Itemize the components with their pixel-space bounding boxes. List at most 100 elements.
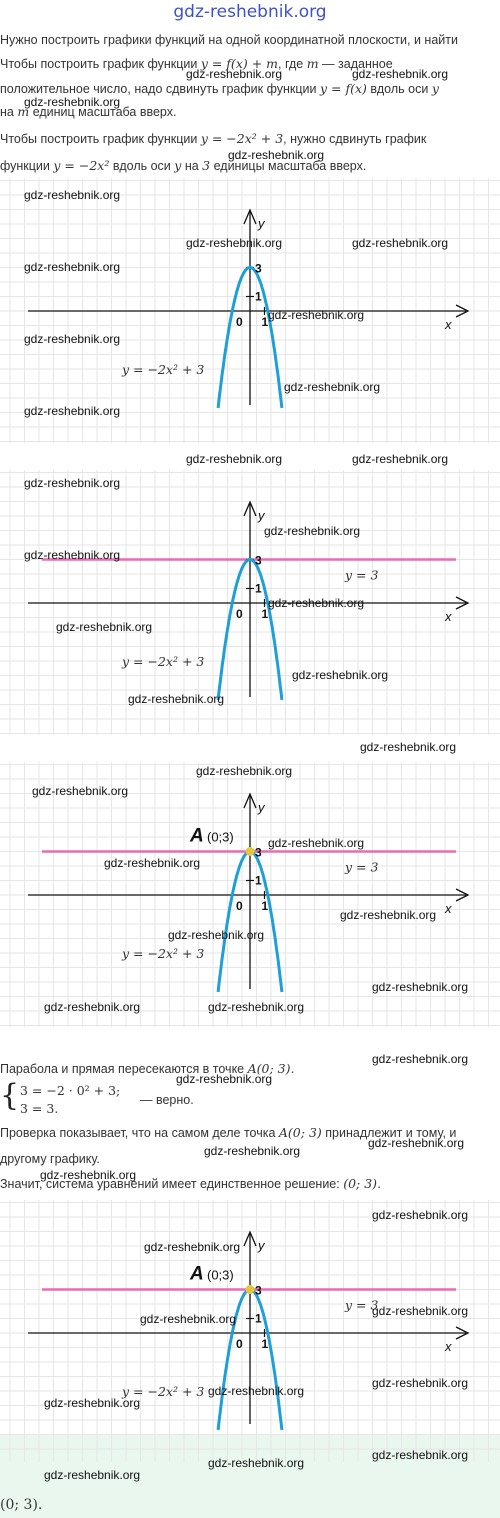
watermark-text: gdz-reshebnik.org [24, 188, 121, 202]
parabola-curve [216, 265, 284, 409]
tick-x-label: 1 [262, 899, 269, 913]
watermark-text: gdz-reshebnik.org [24, 95, 121, 109]
tick-x-label: 1 [262, 1337, 269, 1351]
watermark-text: gdz-reshebnik.org [186, 452, 283, 466]
watermark-text: gdz-reshebnik.org [352, 67, 449, 81]
tick-x-label: 1 [262, 607, 269, 621]
watermark-text: gdz-reshebnik.org [360, 740, 457, 754]
tick-y3-label: 3 [255, 1284, 262, 1298]
x-axis-arrow [455, 596, 470, 610]
intro-line-3: положительное число, надо сдвинуть графи… [0, 81, 439, 96]
watermark-text: gdz-reshebnik.org [204, 1144, 301, 1158]
watermark-text: gdz-reshebnik.org [196, 764, 293, 778]
y-axis-arrow [243, 208, 257, 225]
watermark-text: gdz-reshebnik.org [24, 548, 121, 562]
intro-line-5: Чтобы построить график функции y = −2x² … [0, 131, 427, 146]
watermark-text: gdz-reshebnik.org [24, 404, 121, 418]
answer-value: (0; 3). [0, 1497, 43, 1513]
point-a-name: A [189, 1264, 204, 1285]
y-axis-label: y [257, 800, 266, 815]
system-verdict: — верно. [140, 1093, 194, 1107]
watermark-text: gdz-reshebnik.org [186, 236, 283, 250]
tick-y1-label: 1 [255, 1312, 262, 1326]
x-axis-arrow [455, 304, 470, 318]
watermark-text: gdz-reshebnik.org [372, 1052, 469, 1066]
origin-label: 0 [236, 315, 243, 329]
tick-y1-label: 1 [255, 874, 262, 888]
tick-y1-label: 1 [255, 582, 262, 596]
watermark-text: gdz-reshebnik.org [24, 476, 121, 490]
watermark-text: gdz-reshebnik.org [186, 67, 283, 81]
intersect-line: Парабола и прямая пересекаются в точке A… [0, 1061, 295, 1076]
tick-y3-label: 3 [255, 262, 262, 276]
x-axis-arrow [455, 1326, 470, 1340]
watermark-text: gdz-reshebnik.org [56, 620, 153, 634]
parabola-curve [216, 557, 284, 701]
watermark-text: gdz-reshebnik.org [284, 380, 381, 394]
watermark-text: gdz-reshebnik.org [352, 236, 449, 250]
watermark-text: gdz-reshebnik.org [208, 1000, 305, 1014]
watermark-text: gdz-reshebnik.org [264, 524, 361, 538]
y-axis-arrow [243, 500, 257, 517]
watermark-text: gdz-reshebnik.org [208, 1456, 305, 1470]
x-axis-label: x [444, 317, 452, 332]
parabola-label: y = −2x² + 3 [121, 1384, 204, 1399]
y-axis-arrow [243, 792, 257, 809]
watermark-text: gdz-reshebnik.org [32, 784, 129, 798]
x-axis-label: x [444, 609, 452, 624]
line-label: y = 3 [344, 568, 378, 583]
point-a-coords: (0;3) [207, 830, 234, 845]
y-axis-label: y [257, 508, 266, 523]
origin-label: 0 [236, 899, 243, 913]
tick-y3-label: 3 [255, 846, 262, 860]
system-brace: { [0, 1078, 20, 1113]
watermark-text: gdz-reshebnik.org [24, 260, 121, 274]
system-eq-1: 3 = −2 · 0² + 3; [20, 1083, 121, 1098]
site-title[interactable]: gdz-reshebnik.org [173, 2, 327, 22]
y-axis-arrow [243, 1230, 257, 1247]
origin-label: 0 [236, 607, 243, 621]
tick-y1-label: 1 [255, 290, 262, 304]
x-axis-label: x [444, 901, 452, 916]
watermark-text: gdz-reshebnik.org [340, 908, 437, 922]
tick-x-label: 1 [262, 315, 269, 329]
watermark-text: gdz-reshebnik.org [372, 1304, 469, 1318]
point-a-marker [245, 847, 255, 856]
y-axis-label: y [257, 1238, 266, 1253]
parabola-label: y = −2x² + 3 [121, 654, 204, 669]
conclusion-line: Значит, система уравнений имеет единстве… [0, 1176, 382, 1191]
watermark-text: gdz-reshebnik.org [368, 1136, 465, 1150]
line-label: y = 3 [344, 1298, 378, 1313]
watermark-text: gdz-reshebnik.org [352, 452, 449, 466]
x-axis-label: x [444, 1339, 452, 1354]
watermark-text: gdz-reshebnik.org [44, 1396, 141, 1410]
watermark-text: gdz-reshebnik.org [140, 1312, 237, 1326]
watermark-text: gdz-reshebnik.org [24, 332, 121, 346]
watermark-text: gdz-reshebnik.org [372, 1208, 469, 1222]
watermark-text: gdz-reshebnik.org [144, 1240, 241, 1254]
check-line-1: Проверка показывает, что на самом деле т… [0, 1125, 457, 1140]
point-a-name: A [189, 826, 204, 847]
watermark-text: gdz-reshebnik.org [268, 836, 365, 850]
x-axis-arrow [455, 888, 470, 902]
watermark-text: gdz-reshebnik.org [168, 928, 265, 942]
origin-label: 0 [236, 1337, 243, 1351]
watermark-text: gdz-reshebnik.org [176, 1072, 273, 1086]
watermark-text: gdz-reshebnik.org [268, 308, 365, 322]
watermark-text: gdz-reshebnik.org [128, 692, 225, 706]
parabola-label: y = −2x² + 3 [121, 946, 204, 961]
watermark-text: gdz-reshebnik.org [372, 1376, 469, 1390]
system-eq-2: 3 = 3. [20, 1101, 59, 1116]
intro-line-1: Нужно построить графики функций на одной… [0, 33, 458, 47]
watermark-text: gdz-reshebnik.org [228, 148, 325, 162]
watermark-text: gdz-reshebnik.org [372, 1448, 469, 1462]
watermark-text: gdz-reshebnik.org [292, 668, 389, 682]
watermark-text: gdz-reshebnik.org [40, 1168, 137, 1182]
parabola-label: y = −2x² + 3 [121, 362, 204, 377]
